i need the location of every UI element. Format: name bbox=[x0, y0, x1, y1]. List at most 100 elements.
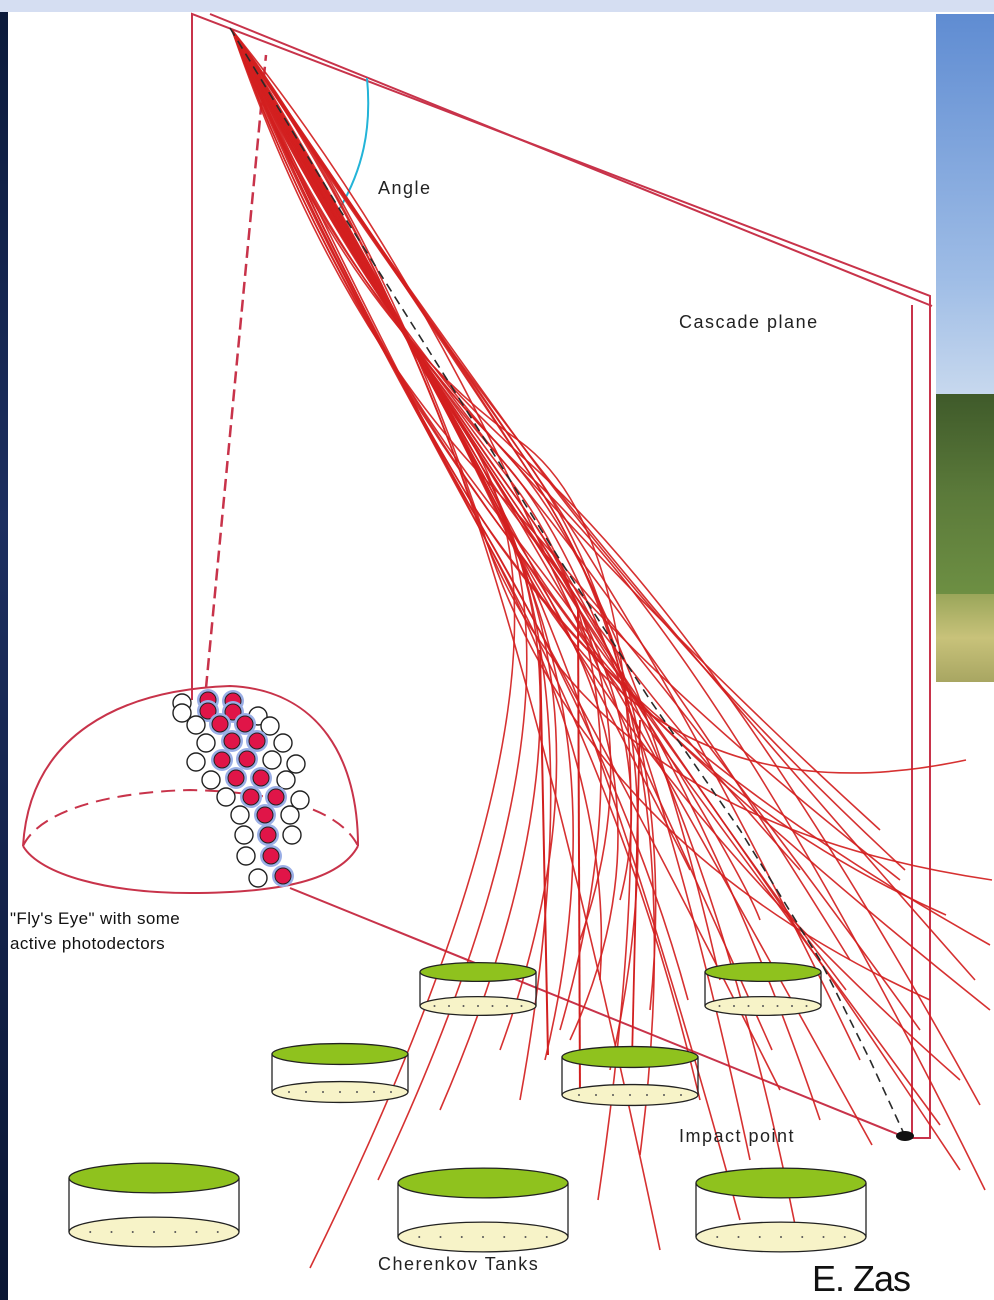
tank-dot bbox=[791, 1005, 793, 1007]
inactive-photodetector bbox=[263, 751, 281, 769]
flys-eye-label-line1: "Fly's Eye" with some bbox=[10, 906, 180, 931]
shower-track bbox=[232, 30, 980, 1105]
tank-lid bbox=[420, 963, 536, 982]
inactive-photodetector bbox=[235, 826, 253, 844]
tank-dot bbox=[373, 1091, 375, 1093]
tank-dot bbox=[578, 1094, 580, 1096]
tank-dot bbox=[506, 1005, 508, 1007]
tank-dot bbox=[629, 1094, 631, 1096]
angle-arc bbox=[340, 78, 368, 208]
tank-dot bbox=[521, 1005, 523, 1007]
tank-dot bbox=[719, 1005, 721, 1007]
tank-dot bbox=[748, 1005, 750, 1007]
sight-line bbox=[206, 55, 266, 688]
shower-track bbox=[578, 610, 580, 1100]
active-photodetector bbox=[268, 789, 284, 805]
tank-dot bbox=[440, 1236, 442, 1238]
tank-dot bbox=[492, 1005, 494, 1007]
tank-dot bbox=[546, 1236, 548, 1238]
active-photodetector bbox=[249, 733, 265, 749]
tank-dot bbox=[461, 1236, 463, 1238]
tank-dot bbox=[759, 1236, 761, 1238]
tank-dot bbox=[595, 1094, 597, 1096]
tank-dot bbox=[132, 1231, 134, 1233]
active-photodetector bbox=[224, 733, 240, 749]
active-photodetector bbox=[260, 827, 276, 843]
inactive-photodetector bbox=[287, 755, 305, 773]
active-photodetector bbox=[212, 716, 228, 732]
cherenkov-tank bbox=[562, 1047, 698, 1106]
flys-eye-label-line2: active photodectors bbox=[10, 931, 180, 956]
inactive-photodetector bbox=[231, 806, 249, 824]
inactive-photodetector bbox=[202, 771, 220, 789]
tank-dot bbox=[762, 1005, 764, 1007]
cherenkov-tank bbox=[69, 1163, 239, 1247]
tank-dot bbox=[339, 1091, 341, 1093]
shower-track bbox=[232, 30, 880, 830]
inactive-photodetector bbox=[277, 771, 295, 789]
tank-dot bbox=[525, 1236, 527, 1238]
angle-label: Angle bbox=[378, 178, 432, 199]
tank-dot bbox=[356, 1091, 358, 1093]
active-photodetector bbox=[243, 789, 259, 805]
cherenkov-tanks bbox=[69, 963, 866, 1252]
impact-point-marker bbox=[896, 1131, 914, 1141]
tank-dot bbox=[801, 1236, 803, 1238]
tank-dot bbox=[196, 1231, 198, 1233]
tank-dot bbox=[288, 1091, 290, 1093]
shower-track bbox=[232, 30, 638, 1070]
tank-dot bbox=[680, 1094, 682, 1096]
cherenkov-tank bbox=[705, 963, 821, 1016]
inactive-photodetector bbox=[249, 869, 267, 887]
inactive-photodetector bbox=[217, 788, 235, 806]
tank-dot bbox=[780, 1236, 782, 1238]
photodetector-array bbox=[173, 689, 309, 887]
tank-dot bbox=[663, 1094, 665, 1096]
active-photodetector bbox=[228, 770, 244, 786]
cherenkov-tank bbox=[696, 1168, 866, 1252]
tank-dot bbox=[777, 1005, 779, 1007]
author-credit: E. Zas bbox=[812, 1258, 910, 1300]
tank-dot bbox=[844, 1236, 846, 1238]
tank-dot bbox=[434, 1005, 436, 1007]
shower-track bbox=[232, 30, 992, 880]
tank-lid bbox=[696, 1168, 866, 1198]
tank-lid bbox=[69, 1163, 239, 1193]
shower-track bbox=[232, 30, 631, 1200]
active-photodetector bbox=[237, 716, 253, 732]
tank-dot bbox=[390, 1091, 392, 1093]
inactive-photodetector bbox=[187, 716, 205, 734]
tank-dot bbox=[448, 1005, 450, 1007]
tank-lid bbox=[398, 1168, 568, 1198]
tank-dot bbox=[716, 1236, 718, 1238]
flys-eye-label: "Fly's Eye" with some active photodector… bbox=[10, 906, 180, 956]
cherenkov-tanks-label: Cherenkov Tanks bbox=[378, 1254, 539, 1275]
tank-dot bbox=[503, 1236, 505, 1238]
inactive-photodetector bbox=[197, 734, 215, 752]
tank-dot bbox=[738, 1236, 740, 1238]
active-photodetector bbox=[239, 751, 255, 767]
tank-dot bbox=[612, 1094, 614, 1096]
tank-dot bbox=[153, 1231, 155, 1233]
inactive-photodetector bbox=[274, 734, 292, 752]
inactive-photodetector bbox=[281, 806, 299, 824]
shower-track bbox=[232, 30, 946, 915]
active-photodetector bbox=[275, 868, 291, 884]
tank-dot bbox=[111, 1231, 113, 1233]
tank-lid bbox=[272, 1044, 408, 1065]
tank-dot bbox=[646, 1094, 648, 1096]
cascade-plane-label: Cascade plane bbox=[679, 312, 819, 333]
inactive-photodetector bbox=[237, 847, 255, 865]
tank-dot bbox=[733, 1005, 735, 1007]
active-photodetector bbox=[253, 770, 269, 786]
tank-lid bbox=[705, 963, 821, 982]
tank-dot bbox=[482, 1236, 484, 1238]
cherenkov-tank bbox=[420, 963, 536, 1016]
active-photodetector bbox=[263, 848, 279, 864]
inactive-photodetector bbox=[187, 753, 205, 771]
tank-lid bbox=[562, 1047, 698, 1068]
tank-dot bbox=[305, 1091, 307, 1093]
tank-dot bbox=[823, 1236, 825, 1238]
inactive-photodetector bbox=[283, 826, 301, 844]
